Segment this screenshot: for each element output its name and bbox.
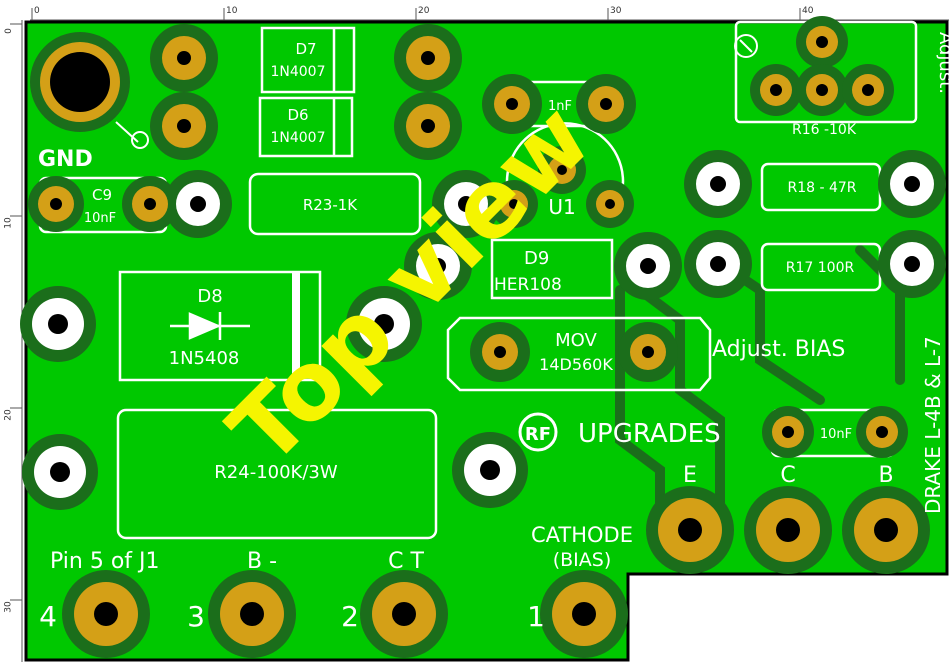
bias-label: (BIAS)	[553, 549, 612, 571]
d6-value: 1N4007	[270, 130, 325, 146]
upgrades-label: UPGRADES	[578, 419, 721, 449]
ruler-h-tick: 0	[34, 6, 40, 16]
vertical-ruler: 0 10 20 30	[0, 0, 22, 662]
r24-label: R24-100K/3W	[214, 462, 338, 483]
pin-c-label: C	[780, 463, 795, 488]
u1-label: U1	[548, 195, 575, 219]
component-pads	[20, 16, 946, 658]
terminal-2-label: 2	[341, 600, 359, 633]
ruler-h-tick: 10	[226, 6, 238, 16]
cathode-label: CATHODE	[531, 523, 633, 547]
pin5-label: Pin 5 of J1	[50, 549, 160, 574]
bminus-label: B -	[247, 549, 277, 574]
trimmer-symbol	[734, 34, 758, 58]
pin-b-label: B	[878, 463, 893, 488]
rf-logo	[518, 412, 558, 452]
ruler-h-tick: 20	[418, 6, 430, 16]
mov-value: 14D560K	[539, 355, 613, 374]
r23-label: R23-1K	[303, 196, 358, 214]
silkscreen-labels: GND D7 1N4007 D6 1N4007 1nF R16 -10K Adj…	[38, 32, 949, 633]
ground-screw-symbol	[115, 121, 149, 149]
ruler-tick-marks	[10, 8, 949, 662]
d7-value: 1N4007	[270, 64, 325, 80]
mov-ref: MOV	[555, 330, 597, 351]
diode-symbol	[170, 312, 250, 340]
terminal-1-label: 1	[527, 600, 545, 633]
d6-ref: D6	[287, 106, 308, 124]
d8-value: 1N5408	[169, 348, 240, 369]
terminal-3-label: 3	[187, 600, 205, 633]
adjust-bias-label: Adjust. BIAS	[712, 337, 845, 362]
terminal-4-label: 4	[39, 600, 57, 633]
ct-label: C T	[388, 549, 424, 574]
pin-e-label: E	[683, 463, 697, 488]
d7-ref: D7	[295, 40, 316, 58]
cap-1nf-label: 1nF	[548, 99, 572, 114]
r17-label: R17 100R	[786, 260, 855, 276]
rf-logo-text: RF	[525, 424, 551, 445]
c9-value: 10nF	[84, 211, 116, 226]
ruler-h-tick: 40	[802, 6, 814, 16]
c9-ref: C9	[92, 186, 112, 204]
d9-value: HER108	[494, 275, 562, 295]
drake-label: DRAKE L-4B & L-7	[921, 336, 945, 514]
adjust-label: Adjust.	[935, 32, 949, 94]
r18-label: R18 - 47R	[787, 180, 856, 196]
d9-ref: D9	[524, 248, 549, 269]
ruler-h-tick: 30	[610, 6, 622, 16]
d8-ref: D8	[197, 286, 222, 307]
r16-label: R16 -10K	[792, 122, 857, 138]
cap-10nf-label: 10nF	[820, 427, 852, 442]
gnd-label: GND	[38, 147, 93, 172]
